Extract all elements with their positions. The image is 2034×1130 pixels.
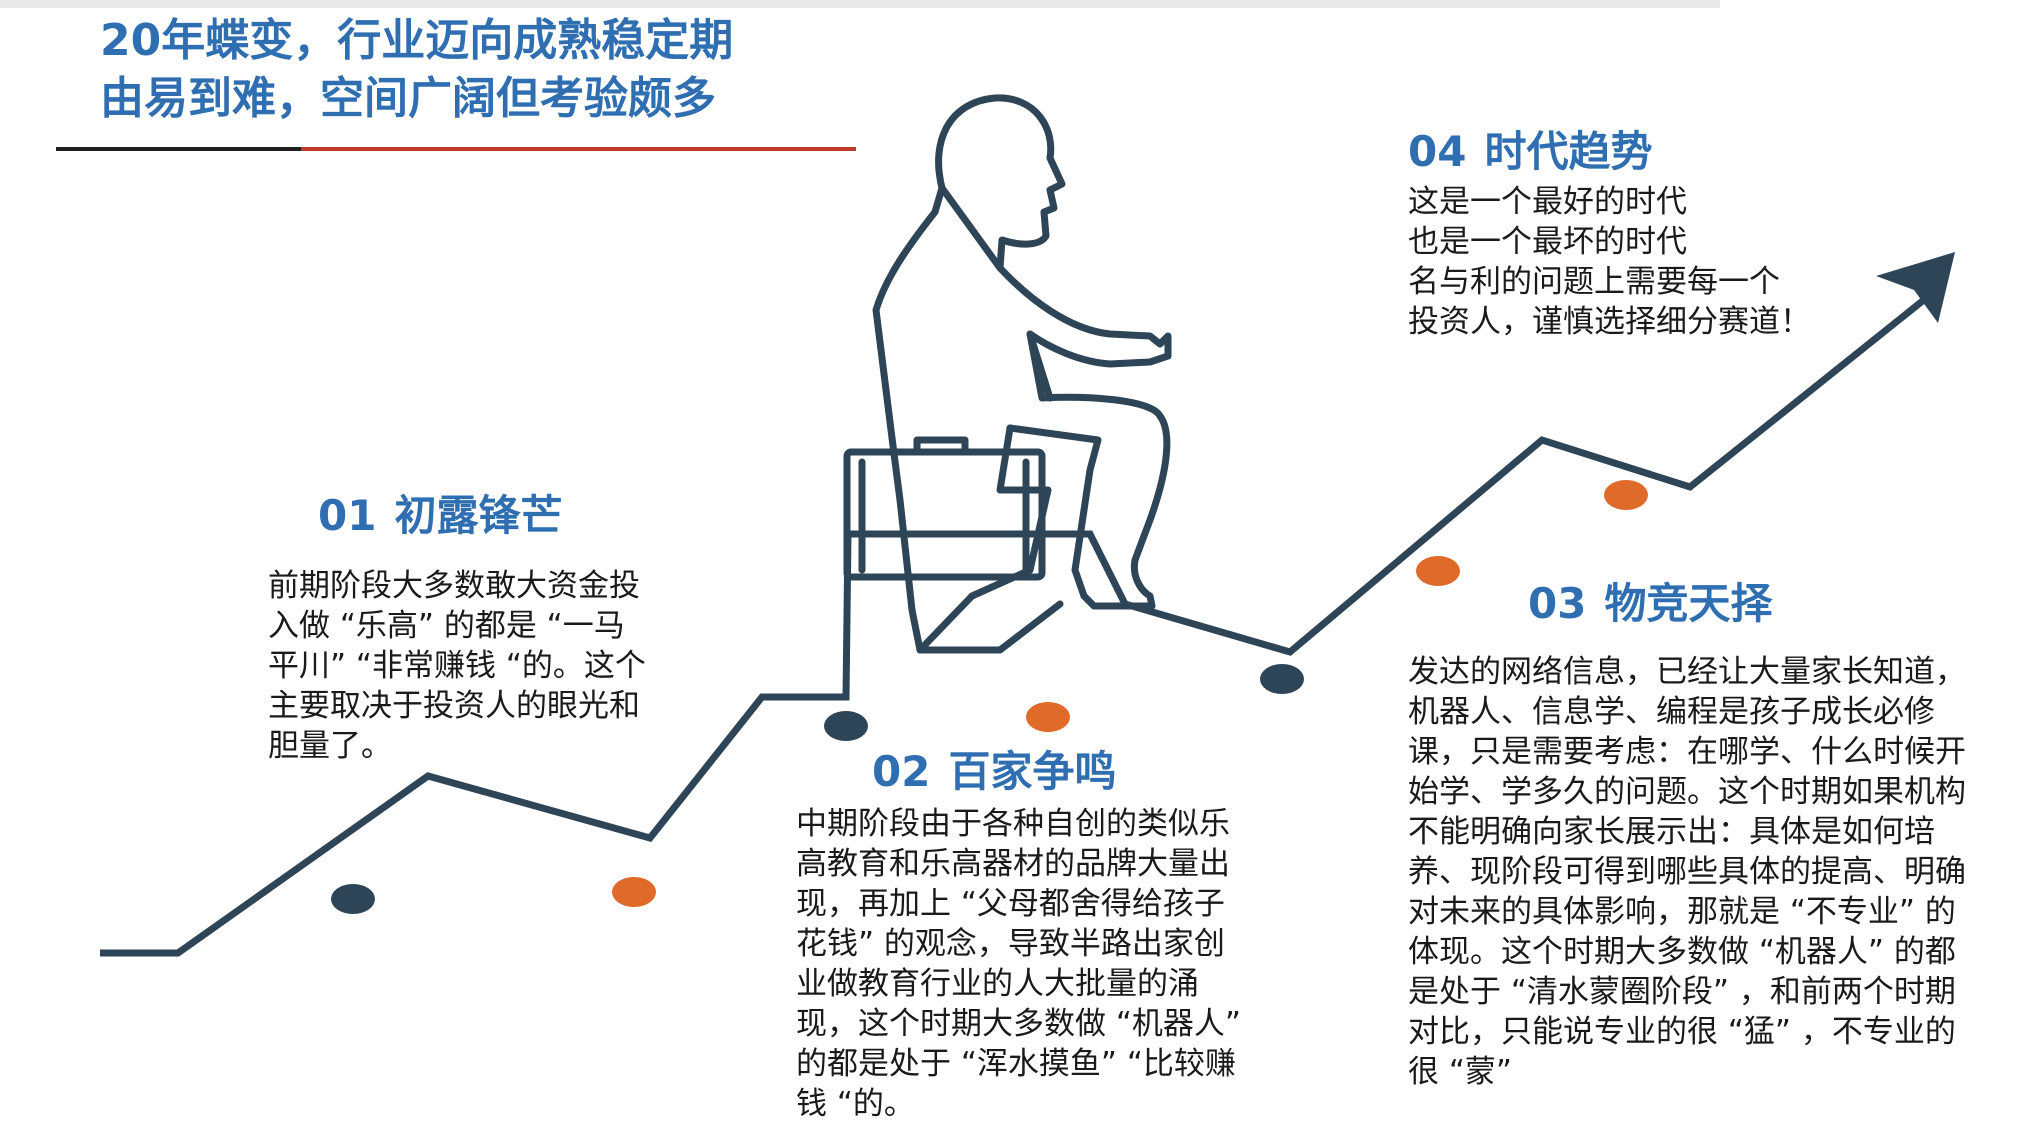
stage-04-line-1: 这是一个最好的时代 [1408, 184, 1687, 220]
stage-03-heading: 03 物竞天择 [1528, 570, 1772, 631]
top-bar [0, 0, 1720, 8]
stage-03-number: 03 [1528, 579, 1587, 628]
title-rule-red [301, 147, 856, 151]
dot-navy-3 [1260, 664, 1304, 694]
stage-03-title: 物竞天择 [1604, 579, 1773, 628]
stage-01-number: 01 [318, 491, 377, 540]
stage-01-title: 初露锋芒 [394, 491, 563, 540]
stage-04-line-4: 投资人，谨慎选择细分赛道！ [1408, 304, 1811, 340]
stage-04-heading: 04 时代趋势 [1408, 118, 1652, 179]
stage-04-line-3: 名与利的问题上需要每一个 [1408, 264, 1780, 300]
businessman-silhouette-icon [843, 94, 1172, 654]
dot-orange-2 [1026, 702, 1070, 732]
stage-04-line-2: 也是一个最坏的时代 [1408, 224, 1687, 260]
stage-02-number: 02 [872, 747, 931, 796]
stage-02-text: 中期阶段由于各种自创的类似乐高教育和乐高器材的品牌大量出现，再加上 “父母都舍得… [796, 806, 1241, 1122]
title-rule-dark [56, 147, 301, 151]
stage-02-heading: 02 百家争鸣 [872, 738, 1116, 799]
stage-04-title: 时代趋势 [1484, 127, 1653, 176]
title-line-1: 20年蝶变，行业迈向成熟稳定期 [100, 15, 734, 66]
dot-orange-1 [612, 877, 656, 907]
stage-03-text: 发达的网络信息，已经让大量家长知道，机器人、信息学、编程是孩子成长必修课，只是需… [1408, 654, 1966, 1090]
stage-02-title: 百家争鸣 [948, 747, 1117, 796]
stage-01-text: 前期阶段大多数敢大资金投入做 “乐高” 的都是 “一马平川” “非常赚钱 “的。… [268, 568, 646, 764]
dot-navy-2 [824, 711, 868, 741]
trend-arrow-icon [1876, 252, 1955, 323]
dot-orange-3 [1416, 556, 1460, 586]
dot-navy-1 [331, 884, 375, 914]
title-line-2: 由易到难，空间广阔但考验颇多 [100, 73, 716, 124]
stage-04-text: 这是一个最好的时代 也是一个最坏的时代 名与利的问题上需要每一个 投资人，谨慎选… [1408, 182, 1928, 342]
stage-01-heading: 01 初露锋芒 [318, 482, 562, 543]
dot-orange-4 [1604, 480, 1648, 510]
stage-04-number: 04 [1408, 127, 1467, 176]
page-title: 20年蝶变，行业迈向成熟稳定期 由易到难，空间广阔但考验颇多 [100, 12, 733, 128]
